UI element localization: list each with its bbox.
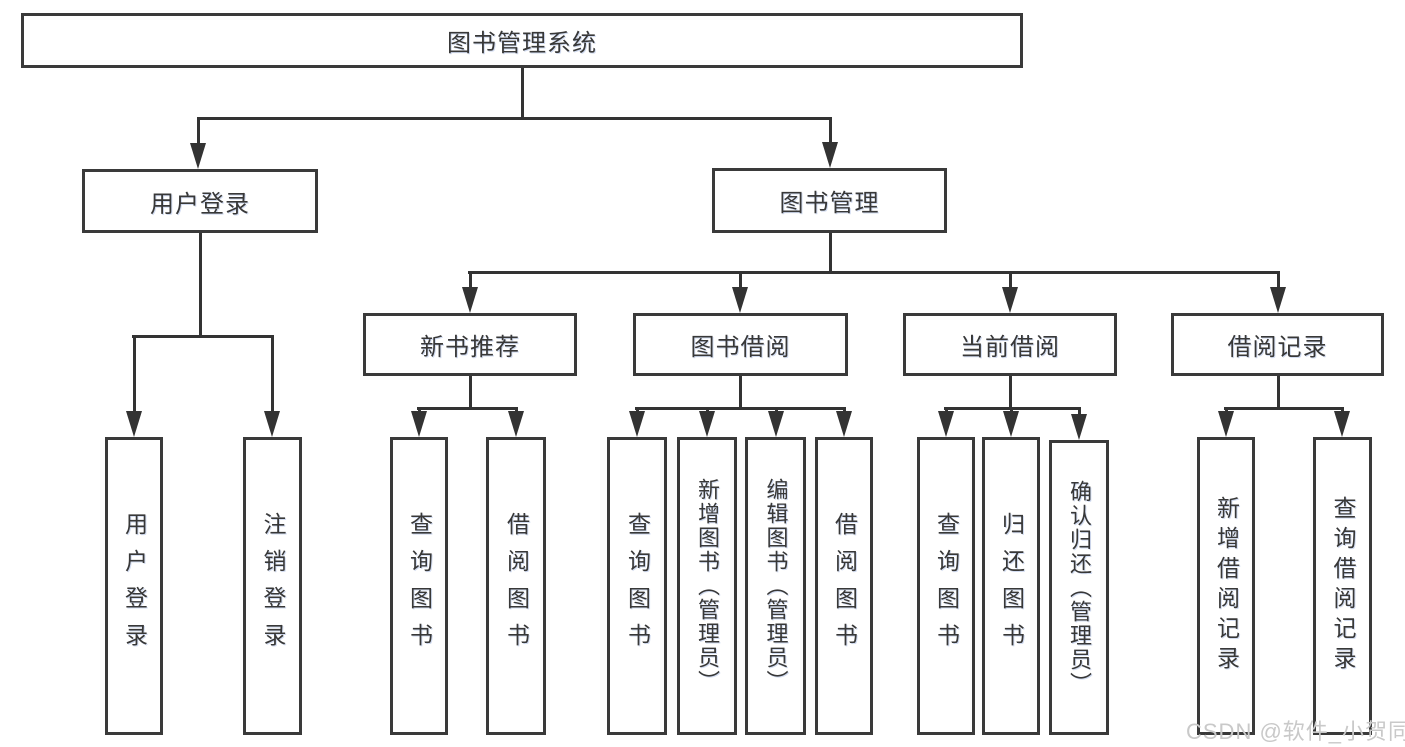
node-user-login: 用户登录 [82,169,318,233]
arrow-to-new-book-recommend [462,272,478,313]
arrowhead-icon [836,411,852,437]
arrowhead-icon [508,411,524,437]
connector-user-login-stem [198,233,202,338]
leaf-borrow-query-books-label: 查询图书 [624,512,651,660]
arrow-to-leaf-current-query [938,408,954,437]
connector-current-borrowing-stem [1008,376,1012,410]
node-book-management-label: 图书管理 [779,190,880,217]
arrowhead-icon [699,411,715,437]
connector-level1-split [197,116,832,120]
node-root-label: 图书管理系统 [447,30,597,57]
arrow-to-leaf-newbook-borrow [508,408,524,437]
connector-level2-split [468,270,1280,274]
leaf-records-add-record-label: 新增借阅记录 [1213,496,1240,676]
arrow-to-leaf-current-return [1003,408,1019,437]
connector-new-book-split [417,406,518,410]
arrow-to-leaf-borrow-query [629,408,645,437]
arrowhead-icon [411,411,427,437]
leaf-logout: 注销登录 [243,437,302,735]
arrow-to-leaf-current-confirm [1071,408,1087,440]
connector-user-login-split [132,334,274,338]
leaf-newbook-query-books-label: 查询图书 [406,512,433,660]
arrow-to-user-login [190,118,206,169]
node-borrowing-records: 借阅记录 [1171,313,1384,376]
connector-records-stem [1276,376,1280,410]
leaf-borrow-add-books-admin: 新增图书（管理员） [677,437,737,735]
leaf-current-return-books: 归还图书 [982,437,1040,735]
arrow-to-leaf-records-query [1334,408,1350,437]
arrow-to-leaf-logout [264,336,280,437]
connector-current-borrowing-split [944,406,1081,410]
node-new-book-recommend-label: 新书推荐 [420,334,520,361]
arrow-to-leaf-records-add [1218,408,1234,437]
leaf-borrow-query-books: 查询图书 [607,437,667,735]
node-book-management: 图书管理 [712,168,947,233]
leaf-newbook-borrow-books-label: 借阅图书 [503,512,530,660]
arrowhead-icon [1071,414,1087,440]
leaf-newbook-query-books: 查询图书 [390,437,448,735]
connector-book-borrowing-split [635,406,846,410]
arrowhead-icon [1334,411,1350,437]
arrowhead-icon [1002,287,1018,313]
csdn-watermark: CSDN @软件_小贺同学 [1186,719,1405,744]
leaf-user-login: 用户登录 [105,437,163,735]
leaf-user-login-label: 用户登录 [121,512,148,660]
node-new-book-recommend: 新书推荐 [363,313,577,376]
arrowhead-icon [1270,287,1286,313]
arrow-to-leaf-user-login [126,336,142,437]
leaf-borrow-borrow-books: 借阅图书 [815,437,873,735]
leaf-current-confirm-return-admin: 确认归还（管理员） [1049,440,1109,735]
arrow-to-leaf-borrow-borrow [836,408,852,437]
connector-root-stem [520,68,524,120]
leaf-borrow-borrow-books-label: 借阅图书 [831,512,858,660]
leaf-records-query-record: 查询借阅记录 [1313,437,1372,735]
arrowhead-icon [264,411,280,437]
leaf-newbook-borrow-books: 借阅图书 [486,437,546,735]
arrow-to-leaf-borrow-add [699,408,715,437]
arrowhead-icon [629,411,645,437]
connector-book-management-stem [828,233,832,274]
arrow-to-book-borrowing [732,272,748,313]
node-current-borrowing-label: 当前借阅 [960,334,1060,361]
arrowhead-icon [126,411,142,437]
node-borrowing-records-label: 借阅记录 [1227,334,1328,361]
arrowhead-icon [768,411,784,437]
leaf-current-return-books-label: 归还图书 [998,512,1025,660]
arrowhead-icon [938,411,954,437]
node-book-borrowing: 图书借阅 [633,313,848,376]
leaf-borrow-edit-books-admin: 编辑图书（管理员） [745,437,806,735]
leaf-borrow-edit-books-admin-label: 编辑图书（管理员） [763,478,789,694]
node-current-borrowing: 当前借阅 [903,313,1117,376]
leaf-records-query-record-label: 查询借阅记录 [1330,496,1356,676]
node-user-login-label: 用户登录 [150,190,250,218]
leaf-borrow-add-books-admin-label: 新增图书（管理员） [695,478,720,694]
connector-new-book-stem [468,376,472,410]
node-book-borrowing-label: 图书借阅 [690,334,791,361]
node-root-library-system: 图书管理系统 [21,13,1023,68]
arrowhead-icon [462,287,478,313]
arrow-to-leaf-borrow-edit [768,408,784,437]
arrowhead-icon [190,143,206,169]
arrowhead-icon [1003,411,1019,437]
arrow-to-book-management [822,118,838,168]
leaf-current-query-books: 查询图书 [917,437,975,735]
leaf-current-confirm-return-admin-label: 确认归还（管理员） [1067,479,1092,696]
leaf-records-add-record: 新增借阅记录 [1197,437,1255,735]
arrow-to-current-borrowing [1002,272,1018,313]
leaf-current-query-books-label: 查询图书 [933,512,960,660]
connector-records-split [1224,406,1344,410]
arrowhead-icon [822,142,838,168]
connector-book-borrowing-stem [738,376,742,410]
leaf-logout-label: 注销登录 [260,512,286,660]
arrowhead-icon [1218,411,1234,437]
arrow-to-borrowing-records [1270,272,1286,313]
arrow-to-leaf-newbook-query [411,408,427,437]
arrowhead-icon [732,287,748,313]
